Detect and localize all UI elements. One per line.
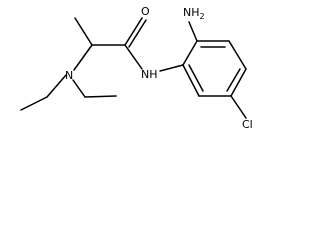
amino-subscript: 2 bbox=[200, 12, 205, 21]
oxygen-label: O bbox=[141, 5, 150, 18]
molecule-diagram: O NH2 NH N Cl bbox=[20, 5, 253, 131]
chlorine-label: Cl bbox=[242, 118, 253, 131]
ring-bond-3 bbox=[228, 40, 247, 70]
ring-double-3 bbox=[188, 64, 204, 92]
tertiary-n-label: N bbox=[65, 69, 73, 82]
bond-carbonyl-double-a bbox=[124, 17, 143, 46]
ring-bond-1 bbox=[182, 40, 198, 66]
ring-bond-6 bbox=[182, 64, 200, 97]
bond-methyl bbox=[74, 17, 93, 46]
bond-ethyl2-b bbox=[84, 95, 117, 98]
bond-nh-ring bbox=[159, 64, 184, 72]
bond-ethyl1-a bbox=[46, 74, 67, 98]
bond-ethyl2-a bbox=[72, 79, 86, 98]
bond-ring-cl bbox=[230, 95, 247, 119]
ring-double-2 bbox=[226, 68, 241, 92]
amide-nh-label: NH bbox=[141, 68, 158, 81]
bond-ethyl1-b bbox=[20, 96, 48, 111]
structure-canvas: O NH2 NH N Cl bbox=[20, 5, 253, 131]
amino-main: NH bbox=[183, 6, 200, 19]
bond-carbonyl-double-b bbox=[128, 19, 147, 48]
bond-ring-amino bbox=[188, 21, 198, 42]
bond-alpha-n bbox=[73, 44, 93, 71]
bond-carbonyl-nh bbox=[124, 44, 143, 70]
amino-label: NH2 bbox=[183, 6, 205, 21]
bond-skeleton bbox=[20, 17, 184, 111]
benzene-ring bbox=[182, 40, 247, 97]
ring-bond-4 bbox=[230, 68, 247, 97]
